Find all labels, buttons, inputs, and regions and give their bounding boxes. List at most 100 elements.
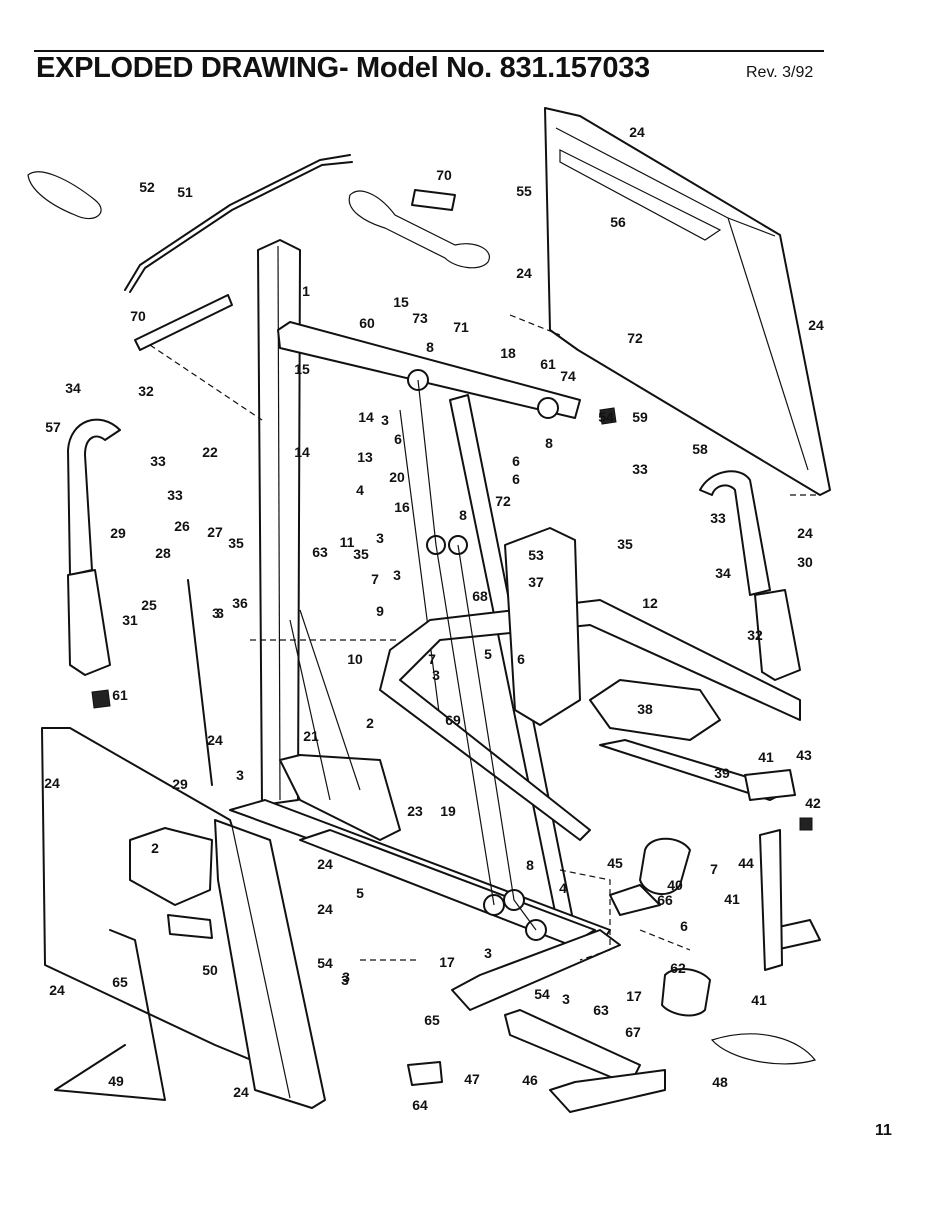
part-callout-9: 9	[376, 603, 384, 619]
part-callout-6: 6	[394, 431, 402, 447]
part-callout-8: 8	[545, 435, 553, 451]
top-arm	[277, 321, 581, 419]
part-callout-56: 56	[610, 214, 626, 230]
part-callout-29: 29	[172, 776, 188, 792]
part-callout-4: 4	[559, 880, 567, 896]
part-callout-48: 48	[712, 1074, 728, 1090]
part-callout-12: 12	[642, 595, 658, 611]
part-callout-24: 24	[233, 1084, 249, 1100]
part-callout-72: 72	[495, 493, 511, 509]
part-callout-24: 24	[516, 265, 532, 281]
part-callout-74: 74	[560, 368, 576, 384]
part-callout-35: 35	[228, 535, 244, 551]
part-callout-52: 52	[139, 179, 155, 195]
page-number: 11	[875, 1122, 892, 1139]
accessories-top	[27, 154, 491, 351]
seat-pads	[504, 527, 721, 741]
part-callout-24: 24	[317, 856, 333, 872]
part-callout-33: 33	[167, 487, 183, 503]
part-callout-62: 62	[670, 960, 686, 976]
part-callout-15: 15	[294, 361, 310, 377]
part-callout-18: 18	[500, 345, 516, 361]
part-callout-25: 25	[141, 597, 157, 613]
part-callout-35: 35	[353, 546, 369, 562]
misc-parts	[54, 407, 821, 1101]
part-callout-5: 5	[356, 885, 364, 901]
part-callout-37: 37	[528, 574, 544, 590]
part-callout-70: 70	[436, 167, 452, 183]
part-callout-40: 40	[667, 877, 683, 893]
part-callout-14: 14	[358, 409, 374, 425]
part-callout-3: 3	[341, 972, 349, 988]
part-callout-6: 6	[680, 918, 688, 934]
part-callout-57: 57	[45, 419, 61, 435]
part-callout-24: 24	[317, 901, 333, 917]
part-callout-33: 33	[150, 453, 166, 469]
part-callout-45: 45	[607, 855, 623, 871]
part-callout-24: 24	[629, 124, 645, 140]
part-callout-58: 58	[692, 441, 708, 457]
part-callout-68: 68	[472, 588, 488, 604]
part-callout-6: 6	[512, 453, 520, 469]
part-callout-3: 3	[432, 667, 440, 683]
part-callout-19: 19	[440, 803, 456, 819]
part-callout-70: 70	[130, 308, 146, 324]
part-callout-50: 50	[202, 962, 218, 978]
part-callout-67: 67	[625, 1024, 641, 1040]
part-callout-66: 66	[657, 892, 673, 908]
part-callout-72: 72	[627, 330, 643, 346]
part-callout-7: 7	[371, 571, 379, 587]
part-callout-32: 32	[138, 383, 154, 399]
center-panel	[214, 819, 326, 1109]
part-callout-28: 28	[155, 545, 171, 561]
part-callout-42: 42	[805, 795, 821, 811]
part-callout-8: 8	[459, 507, 467, 523]
part-callout-41: 41	[758, 749, 774, 765]
part-callout-24: 24	[207, 732, 223, 748]
part-callout-36: 36	[232, 595, 248, 611]
part-callout-24: 24	[49, 982, 65, 998]
part-callout-60: 60	[359, 315, 375, 331]
part-callout-17: 17	[626, 988, 642, 1004]
part-callout-3: 3	[381, 412, 389, 428]
part-callout-27: 27	[207, 524, 223, 540]
part-callout-39: 39	[714, 765, 730, 781]
part-callout-54: 54	[317, 955, 333, 971]
part-callout-33: 33	[710, 510, 726, 526]
part-callout-53: 53	[528, 547, 544, 563]
part-callout-44: 44	[738, 855, 754, 871]
part-callout-3: 3	[342, 969, 350, 985]
part-callout-54: 54	[598, 409, 614, 425]
part-callout-5: 5	[484, 646, 492, 662]
part-callout-6: 6	[517, 651, 525, 667]
part-callout-10: 10	[347, 651, 363, 667]
part-callout-54: 54	[534, 986, 550, 1002]
part-callout-3: 3	[393, 567, 401, 583]
part-callout-4: 4	[356, 482, 364, 498]
part-callout-1: 1	[302, 283, 310, 299]
part-callout-8: 8	[426, 339, 434, 355]
press-arms	[67, 418, 801, 681]
part-callout-13: 13	[357, 449, 373, 465]
part-callout-17: 17	[439, 954, 455, 970]
part-callout-59: 59	[632, 409, 648, 425]
part-callout-34: 34	[65, 380, 81, 396]
part-callout-71: 71	[453, 319, 469, 335]
part-callout-20: 20	[389, 469, 405, 485]
part-callout-34: 34	[715, 565, 731, 581]
part-callout-63: 63	[312, 544, 328, 560]
part-callout-3: 3	[484, 945, 492, 961]
part-callout-63: 63	[593, 1002, 609, 1018]
part-callout-32: 32	[747, 627, 763, 643]
part-callout-47: 47	[464, 1071, 480, 1087]
part-callout-73: 73	[412, 310, 428, 326]
part-callout-26: 26	[174, 518, 190, 534]
part-callout-51: 51	[177, 184, 193, 200]
part-callout-35: 35	[617, 536, 633, 552]
part-callout-3: 3	[212, 605, 220, 621]
part-callout-65: 65	[424, 1012, 440, 1028]
part-callout-22: 22	[202, 444, 218, 460]
part-callout-41: 41	[751, 992, 767, 1008]
part-callout-2: 2	[366, 715, 374, 731]
